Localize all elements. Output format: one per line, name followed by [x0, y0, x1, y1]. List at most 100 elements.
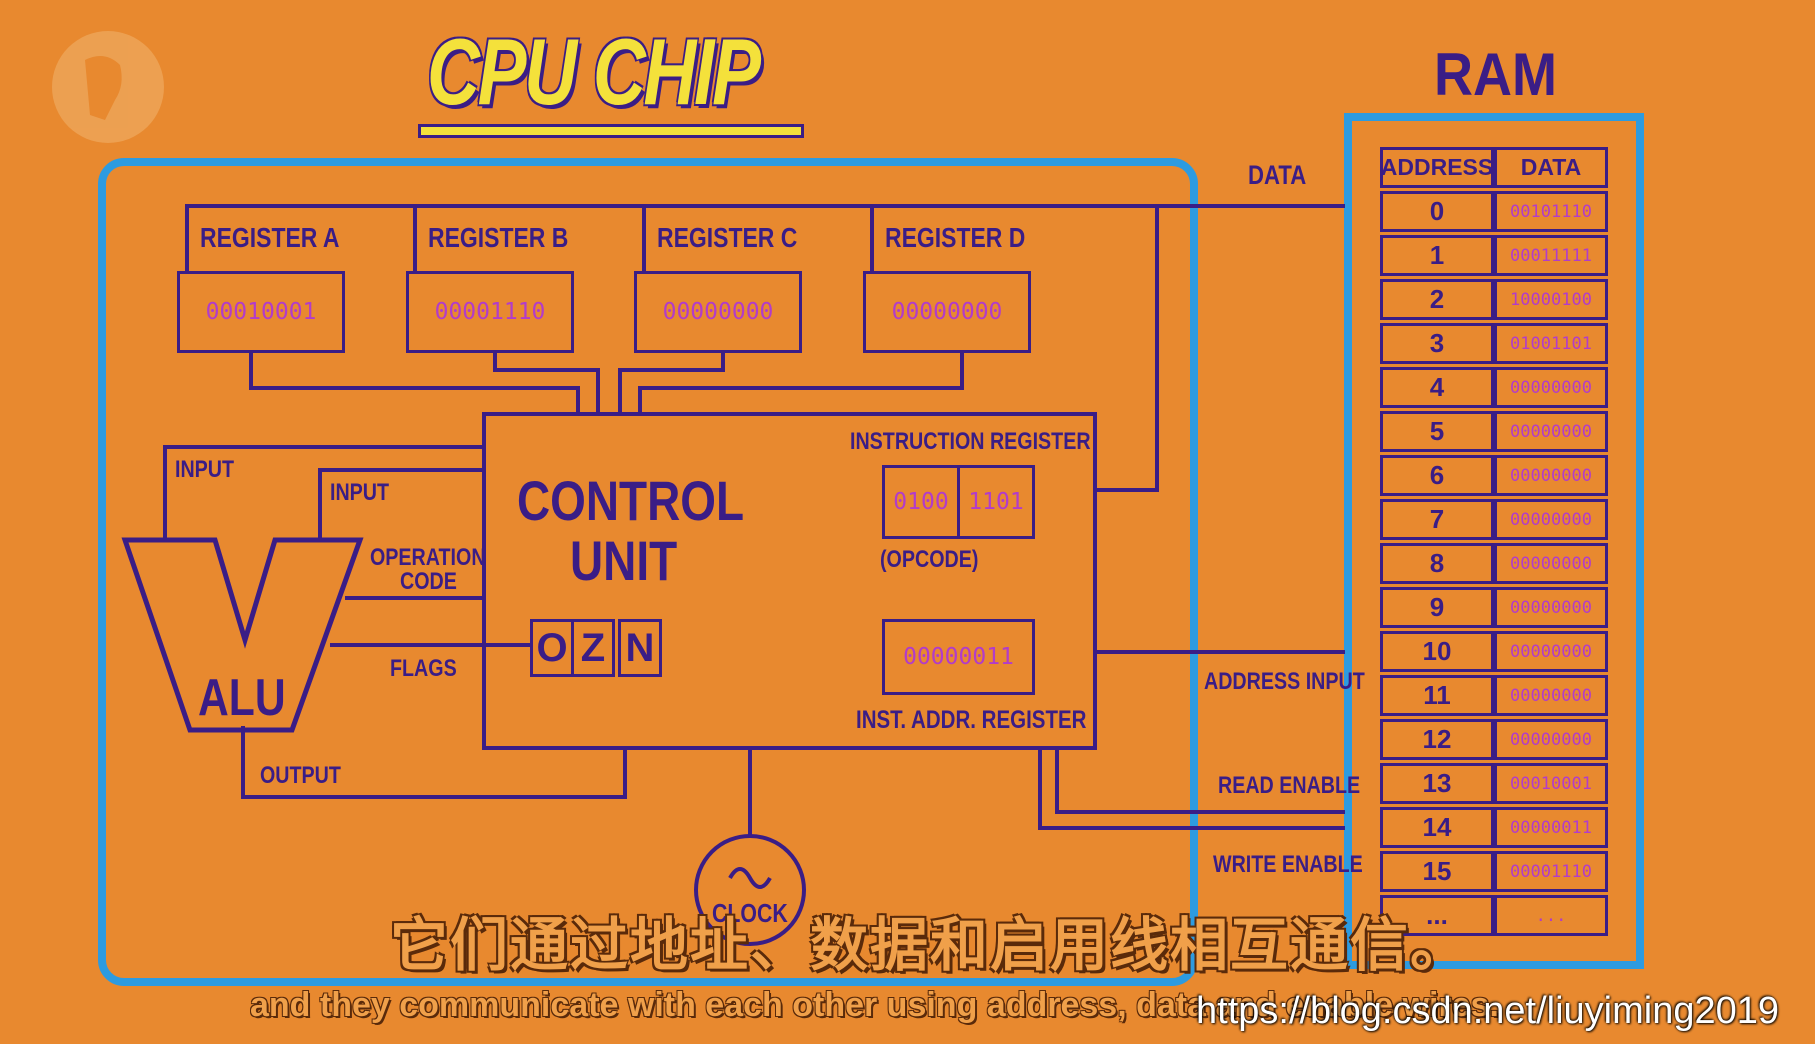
flag-o: O: [530, 619, 574, 677]
ram-data-cell: ...: [1494, 895, 1608, 936]
ram-address-cell: 7: [1380, 499, 1494, 540]
subtitle-chinese: 它们通过地址、数据和启用线相互通信。: [390, 911, 1471, 979]
flags-label: FLAGS: [390, 655, 457, 682]
ram-row: ......: [1380, 895, 1608, 939]
register-d-box: 00000000: [863, 271, 1031, 353]
address-input-label: ADDRESS INPUT: [1204, 668, 1365, 695]
control-unit-line2: UNIT: [570, 529, 678, 592]
ram-data-cell: 00000000: [1494, 367, 1608, 408]
register-a-value: 00010001: [205, 299, 317, 325]
ram-address-cell: 6: [1380, 455, 1494, 496]
data-bus-label: DATA: [1248, 160, 1307, 190]
output-label: OUTPUT: [260, 762, 341, 789]
ram-address-cell: 8: [1380, 543, 1494, 584]
cpu-title-underline: [418, 124, 804, 138]
ram-data-cell: 10000100: [1494, 279, 1608, 320]
ram-data-cell: 00010001: [1494, 763, 1608, 804]
ram-data-cell: 00000000: [1494, 719, 1608, 760]
opcode-box: 0100: [882, 465, 960, 539]
register-b-box: 00001110: [406, 271, 574, 353]
alu-label: ALU: [198, 669, 286, 727]
operation-code-label-1: OPERATION: [370, 544, 486, 571]
clock-circle: [694, 834, 806, 946]
subtitle-english: and they communicate with each other usi…: [250, 986, 1499, 1024]
ram-address-cell: 4: [1380, 367, 1494, 408]
ram-address-cell: 3: [1380, 323, 1494, 364]
instruction-register-label: INSTRUCTION REGISTER: [850, 428, 1091, 455]
watermark-url: https://blog.csdn.net/liuyiming2019: [1196, 990, 1780, 1032]
ram-address-cell: 1: [1380, 235, 1494, 276]
sine-wave-icon: [728, 867, 772, 889]
operand-box: 1101: [957, 465, 1035, 539]
ram-data-cell: 00101110: [1494, 191, 1608, 232]
ram-address-cell: 15: [1380, 851, 1494, 892]
ram-address-cell: 10: [1380, 631, 1494, 672]
ram-address-cell: ...: [1380, 895, 1494, 936]
register-a-label: REGISTER A: [200, 222, 340, 253]
inst-addr-register-box: 00000011: [882, 619, 1035, 695]
ram-data-cell: 00000000: [1494, 455, 1608, 496]
ram-data-cell: 00001110: [1494, 851, 1608, 892]
ram-title: RAM: [1434, 41, 1557, 108]
pbs-logo-icon: [52, 31, 164, 143]
read-enable-label: READ ENABLE: [1218, 772, 1361, 799]
operand-value: 1101: [968, 489, 1024, 515]
ram-data-cell: 01001101: [1494, 323, 1608, 364]
ram-frame: [1344, 113, 1644, 969]
opcode-label: (OPCODE): [880, 546, 979, 573]
register-d-label: REGISTER D: [885, 222, 1026, 253]
register-a-box: 00010001: [177, 271, 345, 353]
alu-input-b-label: INPUT: [330, 479, 390, 506]
ram-data-cell: 00000000: [1494, 587, 1608, 628]
opcode-value: 0100: [893, 489, 949, 515]
ram-address-cell: 5: [1380, 411, 1494, 452]
operation-code-label-2: CODE: [400, 568, 457, 595]
control-unit-line1: CONTROL: [517, 469, 745, 532]
ram-data-cell: 00000000: [1494, 411, 1608, 452]
register-c-label: REGISTER C: [657, 222, 798, 253]
inst-addr-value: 00000011: [903, 644, 1014, 670]
ram-address-cell: 12: [1380, 719, 1494, 760]
flag-z: Z: [571, 619, 615, 677]
write-enable-label: WRITE ENABLE: [1213, 851, 1363, 878]
ram-address-cell: 14: [1380, 807, 1494, 848]
ram-data-cell: 00011111: [1494, 235, 1608, 276]
control-unit-box: [482, 412, 1097, 750]
register-d-value: 00000000: [891, 299, 1003, 325]
alu-input-a-label: INPUT: [175, 456, 235, 483]
ram-data-cell: 00000011: [1494, 807, 1608, 848]
ram-address-cell: 0: [1380, 191, 1494, 232]
register-c-box: 00000000: [634, 271, 802, 353]
cpu-chip-title: CPU CHIP: [427, 19, 761, 124]
register-c-value: 00000000: [662, 299, 774, 325]
ram-address-cell: 11: [1380, 675, 1494, 716]
flag-n: N: [618, 619, 662, 677]
ram-address-cell: 13: [1380, 763, 1494, 804]
ram-data-cell: 00000000: [1494, 543, 1608, 584]
ram-data-cell: 00000000: [1494, 499, 1608, 540]
register-b-label: REGISTER B: [428, 222, 569, 253]
ram-data-cell: 00000000: [1494, 631, 1608, 672]
ram-header-address: ADDRESS: [1380, 147, 1494, 188]
ram-address-cell: 2: [1380, 279, 1494, 320]
alu-shape: [121, 537, 364, 733]
ram-header-data: DATA: [1494, 147, 1608, 188]
register-b-value: 00001110: [434, 299, 546, 325]
clock-label: CLOCK: [712, 898, 788, 928]
cpu-chip-frame: [98, 158, 1198, 986]
inst-addr-register-label: INST. ADDR. REGISTER: [856, 706, 1087, 734]
